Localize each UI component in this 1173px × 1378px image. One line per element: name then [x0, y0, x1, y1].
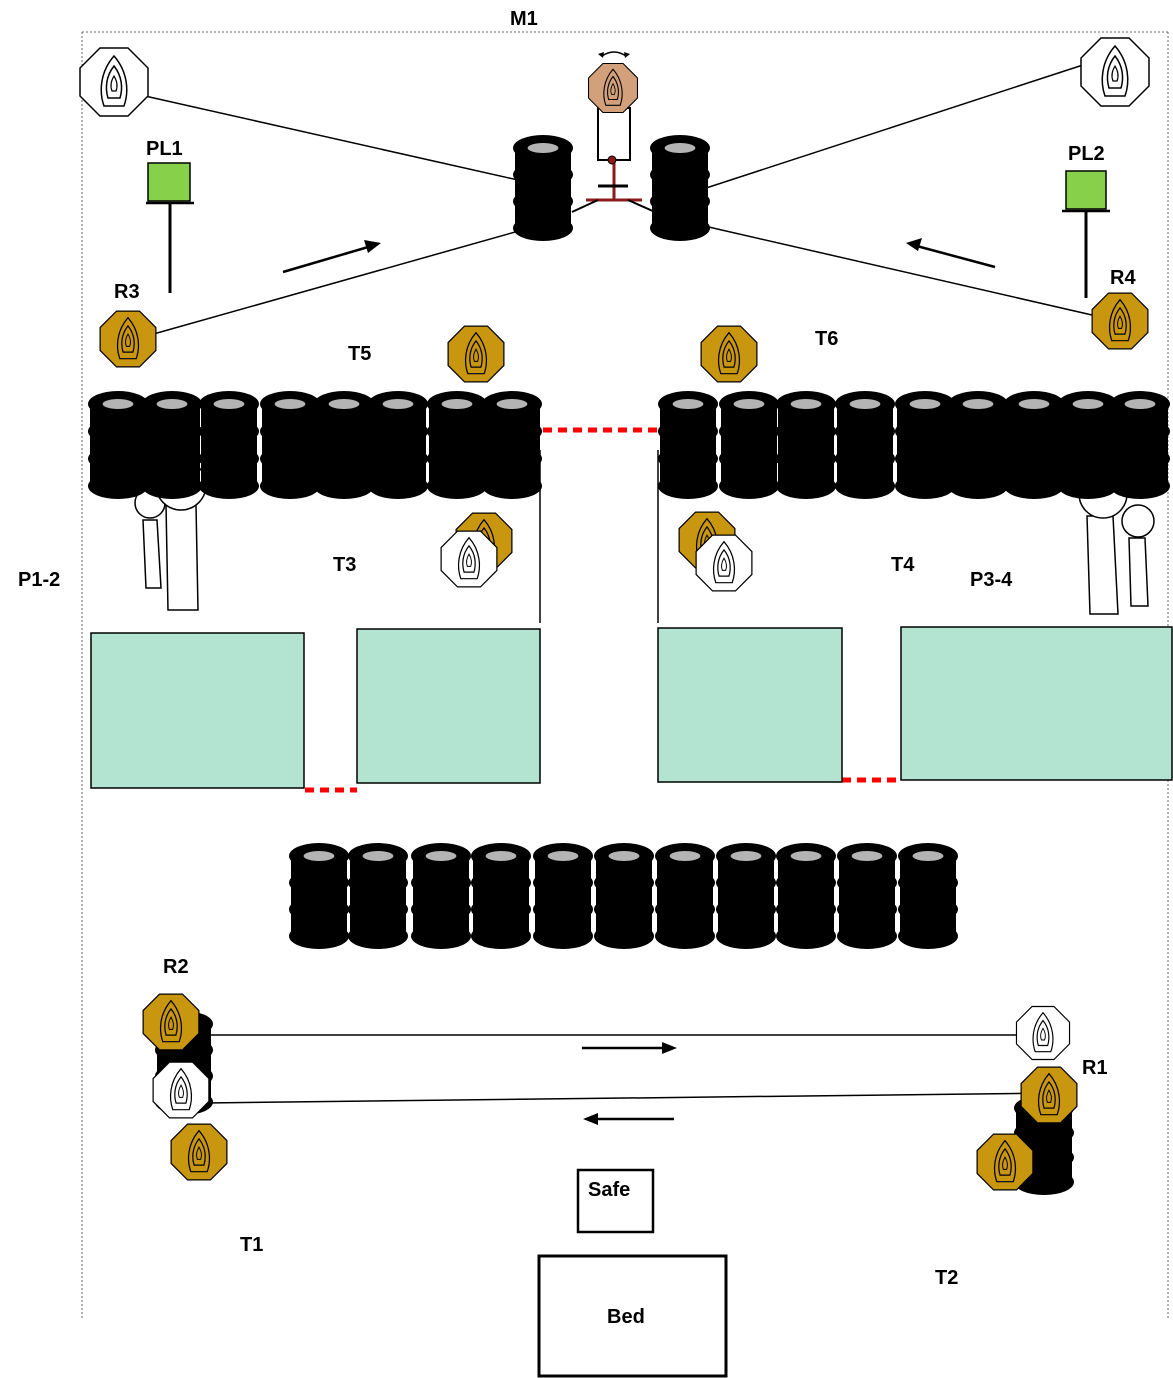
- label-p12: P1-2: [18, 569, 60, 591]
- arrow-left-lower-icon: [583, 1113, 674, 1125]
- direction-arrows: [282, 238, 996, 1125]
- tire-stack-t5-1: [88, 391, 148, 499]
- label-m1: M1: [510, 8, 538, 30]
- tire-stack-t5-7: [427, 391, 487, 499]
- tire-stack-t6-2: [719, 391, 779, 499]
- arrow-left-upper-icon: [906, 238, 996, 269]
- tire-stack-mover-right: [650, 135, 710, 241]
- tire-stack-t5-3: [199, 391, 259, 499]
- barricade-4: [900, 626, 1173, 781]
- tire-stack-t5-5: [314, 391, 374, 499]
- label-t5: T5: [348, 343, 371, 365]
- tire-stack-t5-8: [482, 391, 542, 499]
- tire-stack-middle-10: [837, 843, 897, 949]
- paper-target-r2: [152, 1061, 210, 1119]
- tire-stack-t5-6: [368, 391, 428, 499]
- label-bed: Bed: [607, 1306, 645, 1328]
- popper-left-small: [134, 487, 166, 589]
- bed-box: [537, 1254, 728, 1378]
- steel-target-t5: [447, 325, 505, 383]
- plate-rack-1: [146, 162, 194, 293]
- paper-target-top-right: [1080, 37, 1150, 107]
- barricades: [90, 626, 1173, 789]
- tire-stack-middle-5: [533, 843, 593, 949]
- tire-stack-t6-9: [1110, 391, 1170, 499]
- tire-stack-t5-4: [260, 391, 320, 499]
- steel-target-r4: [1091, 292, 1149, 350]
- plate-rack-2: [1062, 170, 1110, 298]
- tire-stack-mover-left: [513, 135, 573, 241]
- steel-target-t1: [170, 1123, 228, 1181]
- steel-target-r1: [1020, 1066, 1078, 1124]
- label-r3: R3: [114, 281, 140, 303]
- label-t6: T6: [815, 328, 838, 350]
- steel-target-r3: [99, 310, 157, 368]
- label-safe: Safe: [588, 1179, 630, 1201]
- tire-stack-t6-5: [895, 391, 955, 499]
- steel-target-t6: [700, 325, 758, 383]
- arrow-right-upper-icon: [282, 240, 381, 274]
- tire-stack-t6-6: [948, 391, 1008, 499]
- label-r4: R4: [1110, 267, 1136, 289]
- tire-stack-middle-7: [655, 843, 715, 949]
- arrow-right-lower-icon: [582, 1042, 677, 1054]
- tire-stack-middle-8: [716, 843, 776, 949]
- barricade-1: [90, 632, 305, 789]
- safe-box: [576, 1168, 655, 1234]
- tire-stack-t5-2: [142, 391, 202, 499]
- tire-stack-t6-3: [776, 391, 836, 499]
- paper-target-lower-right: [1015, 1005, 1071, 1061]
- tire-stack-middle-1: [289, 843, 349, 949]
- label-r2: R2: [163, 956, 189, 978]
- tire-stack-middle-2: [348, 843, 408, 949]
- label-t3: T3: [333, 554, 356, 576]
- label-pl2: PL2: [1068, 143, 1105, 165]
- label-pl1: PL1: [146, 138, 183, 160]
- popper-right-small: [1121, 504, 1155, 607]
- tire-stack-middle-6: [594, 843, 654, 949]
- tire-stack-t6-4: [835, 391, 895, 499]
- label-t1: T1: [240, 1234, 263, 1256]
- paper-target-t4: [695, 534, 753, 592]
- mover-target: [587, 62, 639, 114]
- label-t4: T4: [891, 554, 915, 576]
- paper-target-t3: [440, 530, 498, 588]
- label-p34: P3-4: [970, 569, 1013, 591]
- steel-target-r2: [142, 993, 200, 1051]
- steel-target-t2: [976, 1133, 1034, 1191]
- tire-stack-t6-1: [658, 391, 718, 499]
- swing-indicator-icon: [601, 51, 627, 57]
- tire-stacks: [88, 135, 1170, 1195]
- tire-stack-t6-8: [1058, 391, 1118, 499]
- fault-lines: [305, 427, 900, 793]
- label-t2: T2: [935, 1267, 958, 1289]
- tire-stack-middle-11: [898, 843, 958, 949]
- barricade-3: [657, 627, 843, 783]
- paper-target-top-left: [79, 47, 149, 117]
- tire-stack-middle-3: [411, 843, 471, 949]
- barricade-2: [356, 628, 541, 784]
- label-r1: R1: [1082, 1057, 1108, 1079]
- tire-stack-middle-9: [776, 843, 836, 949]
- target-lines: [144, 63, 1093, 1104]
- tire-stack-t6-7: [1004, 391, 1064, 499]
- tire-stack-middle-4: [471, 843, 531, 949]
